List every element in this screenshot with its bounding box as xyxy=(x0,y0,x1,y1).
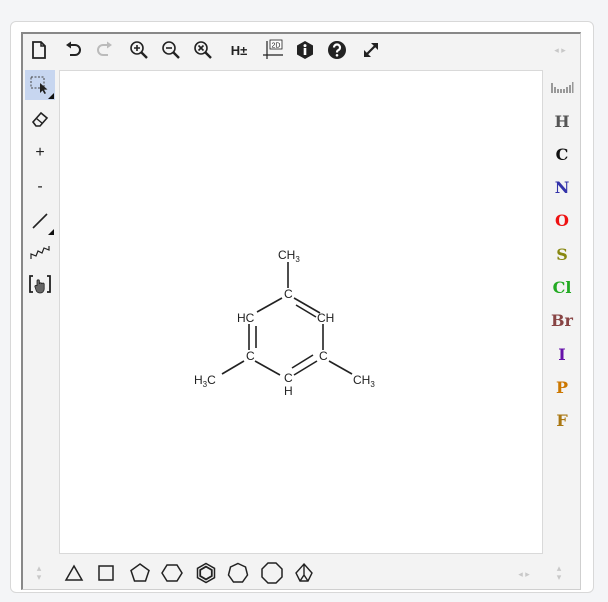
ring-ch-upper-right: CH xyxy=(317,311,334,325)
cyclohexane-template-button[interactable] xyxy=(157,558,187,588)
cyclobutane-template-button[interactable] xyxy=(91,558,121,588)
charge-minus-button[interactable]: - xyxy=(37,178,43,195)
bicyclic-ring-icon xyxy=(295,562,313,582)
ring-carbon-bottom: C xyxy=(284,371,293,385)
redo-button[interactable] xyxy=(93,38,117,62)
cyclopropane-template-button[interactable] xyxy=(59,558,89,588)
bottom-vertical-scroll-arrows[interactable]: ▴▾ xyxy=(556,563,562,582)
new-document-button[interactable] xyxy=(27,38,51,62)
clean-2d-icon: 2D xyxy=(263,39,283,59)
bottom-toolbar: ▴▾ ◂ ▸ ▴▾ xyxy=(23,558,580,588)
left-methyl-label: H3C xyxy=(194,373,216,389)
new-document-icon xyxy=(32,41,46,59)
atom-button-c[interactable]: C xyxy=(555,144,569,164)
atom-button-br[interactable]: Br xyxy=(551,311,573,331)
triangle-ring-icon xyxy=(64,564,84,581)
top-methyl-label: CH3 xyxy=(278,248,300,264)
cyclooctane-template-button[interactable] xyxy=(257,558,287,588)
redo-icon xyxy=(97,41,112,56)
atom-button-h[interactable]: H xyxy=(554,111,570,131)
charge-plus-button[interactable]: + xyxy=(35,144,45,161)
bond-tool-button[interactable] xyxy=(25,206,55,236)
ring-carbon-left: C xyxy=(246,349,255,363)
cyclopentane-template-button[interactable] xyxy=(125,558,155,588)
help-button[interactable] xyxy=(325,38,349,62)
single-bond-icon xyxy=(32,213,48,229)
ring-ch-upper-left: HC xyxy=(237,311,255,325)
bond-lines xyxy=(221,262,353,376)
atom-button-n[interactable]: N xyxy=(554,178,570,198)
lasso-select-icon xyxy=(30,76,48,94)
template-tool-button[interactable] xyxy=(25,270,55,300)
molecule-editor: H± 2D xyxy=(21,32,581,590)
clean-2d-button[interactable]: 2D xyxy=(261,38,285,62)
octagon-ring-icon xyxy=(261,562,283,584)
expand-icon xyxy=(364,43,378,57)
zoom-reset-icon xyxy=(194,41,212,59)
atom-button-f[interactable]: F xyxy=(556,411,568,431)
zoom-in-button[interactable] xyxy=(127,38,151,62)
zoom-out-button[interactable] xyxy=(159,38,183,62)
eraser-icon xyxy=(31,111,49,127)
ring-hydrogen-bottom: H xyxy=(284,384,293,398)
chain-tool-button[interactable] xyxy=(25,238,55,268)
drawing-canvas[interactable]: CH3 C HC CH C C C H H3C CH3 xyxy=(59,70,543,554)
toolbar-scroll-arrows[interactable]: ◂ ▸ xyxy=(554,44,566,55)
benzene-template-button[interactable] xyxy=(191,558,221,588)
clean-2d-label: 2D xyxy=(272,42,281,49)
eraser-tool-button[interactable] xyxy=(25,104,55,134)
chain-icon xyxy=(30,246,50,259)
zoom-in-icon xyxy=(130,41,148,59)
atom-button-s[interactable]: S xyxy=(556,244,568,264)
hexagon-ring-icon xyxy=(161,564,183,582)
top-toolbar: H± 2D xyxy=(23,34,580,64)
info-button[interactable] xyxy=(293,38,317,62)
hydrogen-toggle-button[interactable]: H± xyxy=(230,42,248,58)
bracket-hand-icon xyxy=(29,275,51,294)
fullscreen-button[interactable] xyxy=(359,38,383,62)
bottom-right-scroll-arrows[interactable]: ◂ ▸ xyxy=(518,568,530,579)
ring-carbon-right: C xyxy=(319,349,328,363)
select-tool-button[interactable] xyxy=(25,70,55,100)
undo-icon xyxy=(66,41,81,56)
right-methyl-label: CH3 xyxy=(353,373,375,389)
submenu-indicator xyxy=(48,229,54,235)
heptagon-ring-icon xyxy=(227,562,249,583)
cycloheptane-template-button[interactable] xyxy=(223,558,253,588)
atom-button-cl[interactable]: Cl xyxy=(552,278,572,297)
atom-button-i[interactable]: I xyxy=(558,344,566,364)
zoom-reset-button[interactable] xyxy=(191,38,215,62)
zoom-out-icon xyxy=(162,41,180,59)
square-ring-icon xyxy=(98,565,114,581)
help-icon xyxy=(328,41,346,59)
molecule-structure: CH3 C HC CH C C C H H3C CH3 xyxy=(194,248,375,398)
periodic-table-button[interactable] xyxy=(545,72,579,102)
periodic-table-icon xyxy=(551,82,574,93)
info-hexagon-icon xyxy=(297,41,313,59)
bicyclic-template-button[interactable] xyxy=(289,558,319,588)
pentagon-ring-icon xyxy=(130,563,150,582)
ring-carbon-top: C xyxy=(284,287,293,301)
atom-button-p[interactable]: P xyxy=(555,377,569,397)
bottom-left-scroll-arrows[interactable]: ▴▾ xyxy=(36,563,42,582)
undo-button[interactable] xyxy=(61,38,85,62)
atom-button-o[interactable]: O xyxy=(555,211,569,231)
submenu-indicator xyxy=(48,93,54,99)
benzene-ring-icon xyxy=(196,562,216,584)
